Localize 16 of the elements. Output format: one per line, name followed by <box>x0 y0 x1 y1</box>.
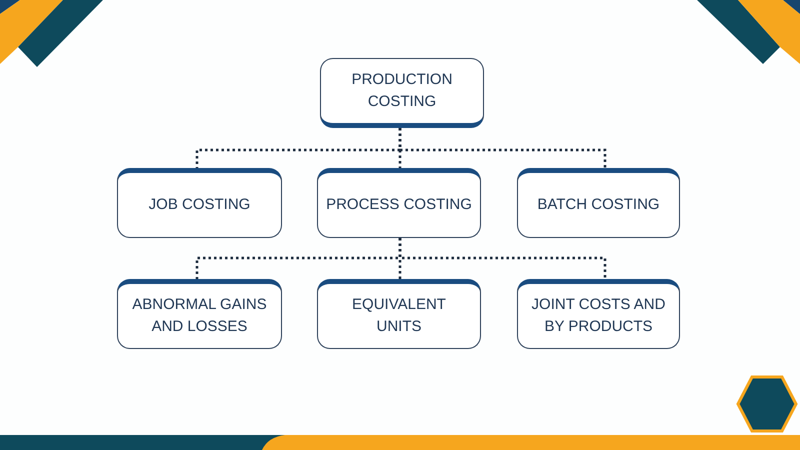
category-box <box>117 279 282 349</box>
box-label: EQUIVALENT UNITS <box>351 295 447 337</box>
box-label: BATCH COSTING <box>537 195 660 215</box>
box-label: PRODUCTION COSTING <box>350 70 454 112</box>
box-label: JOB COSTING <box>148 195 250 215</box>
category-box <box>317 279 481 349</box>
box-label: PROCESS COSTING <box>326 195 472 215</box>
box-label: ABNORMAL GAINS AND LOSSES <box>131 295 268 337</box>
category-box <box>517 279 680 349</box>
connector-line <box>398 128 606 168</box>
category-box <box>517 168 680 238</box>
category-box <box>320 58 484 128</box>
box-label: JOINT COSTS AND BY PRODUCTS <box>530 295 666 337</box>
category-box <box>117 168 282 238</box>
connector-line <box>398 238 606 279</box>
category-box <box>317 168 481 238</box>
